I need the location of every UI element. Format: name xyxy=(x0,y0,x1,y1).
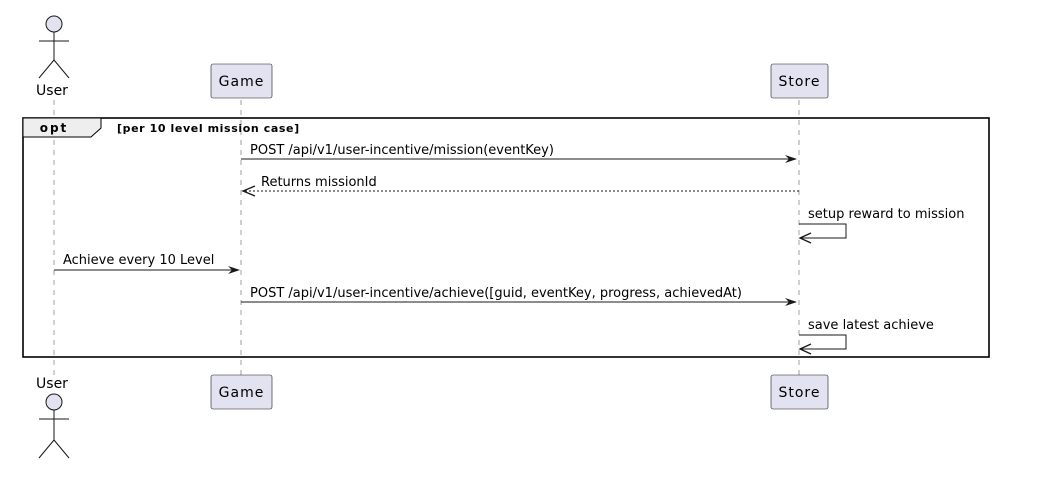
actor-user-top: User xyxy=(36,15,70,99)
participant-store-top: Store xyxy=(770,63,829,99)
group-condition: [per 10 level mission case] xyxy=(117,122,300,135)
actor-user-bottom: User xyxy=(36,376,70,459)
actor-head-icon xyxy=(45,393,63,411)
participant-label-game-top: Game xyxy=(219,74,265,90)
arrowhead-icon xyxy=(785,155,797,163)
message-5: POST /api/v1/user-incentive/achieve([gui… xyxy=(241,286,797,306)
group-frame xyxy=(22,117,990,358)
message-label: setup reward to mission xyxy=(808,207,964,222)
message-6: save latest achieve xyxy=(798,318,934,355)
participant-store-bottom: Store xyxy=(770,374,829,410)
opt-group: opt [per 10 level mission case] xyxy=(22,117,990,358)
message-3: setup reward to mission xyxy=(798,207,964,244)
message-4: Achieve every 10 Level xyxy=(54,253,240,274)
message-1: POST /api/v1/user-incentive/mission(even… xyxy=(241,143,797,163)
participant-game-top: Game xyxy=(210,63,273,99)
participant-label-user-bottom: User xyxy=(36,376,68,392)
message-label: Achieve every 10 Level xyxy=(63,253,214,268)
participant-label-game-bottom: Game xyxy=(219,385,265,401)
group-keyword-tab xyxy=(22,117,102,138)
participant-game-bottom: Game xyxy=(210,374,273,410)
message-label: Returns missionId xyxy=(261,175,377,190)
participant-label-store-top: Store xyxy=(778,74,820,90)
arrowhead-icon xyxy=(241,185,256,197)
actor-head-icon xyxy=(45,15,63,33)
arrowhead-icon xyxy=(228,266,240,274)
arrowhead-icon xyxy=(785,298,797,306)
message-label: POST /api/v1/user-incentive/achieve([gui… xyxy=(250,286,742,301)
arrowhead-icon xyxy=(798,232,812,244)
message-label: POST /api/v1/user-incentive/mission(even… xyxy=(250,143,554,158)
message-2: Returns missionId xyxy=(241,175,799,197)
participant-label-user-top: User xyxy=(36,83,68,99)
participant-label-store-bottom: Store xyxy=(778,385,820,401)
arrowhead-icon xyxy=(798,343,812,355)
group-keyword: opt xyxy=(40,121,69,135)
message-label: save latest achieve xyxy=(808,318,934,333)
